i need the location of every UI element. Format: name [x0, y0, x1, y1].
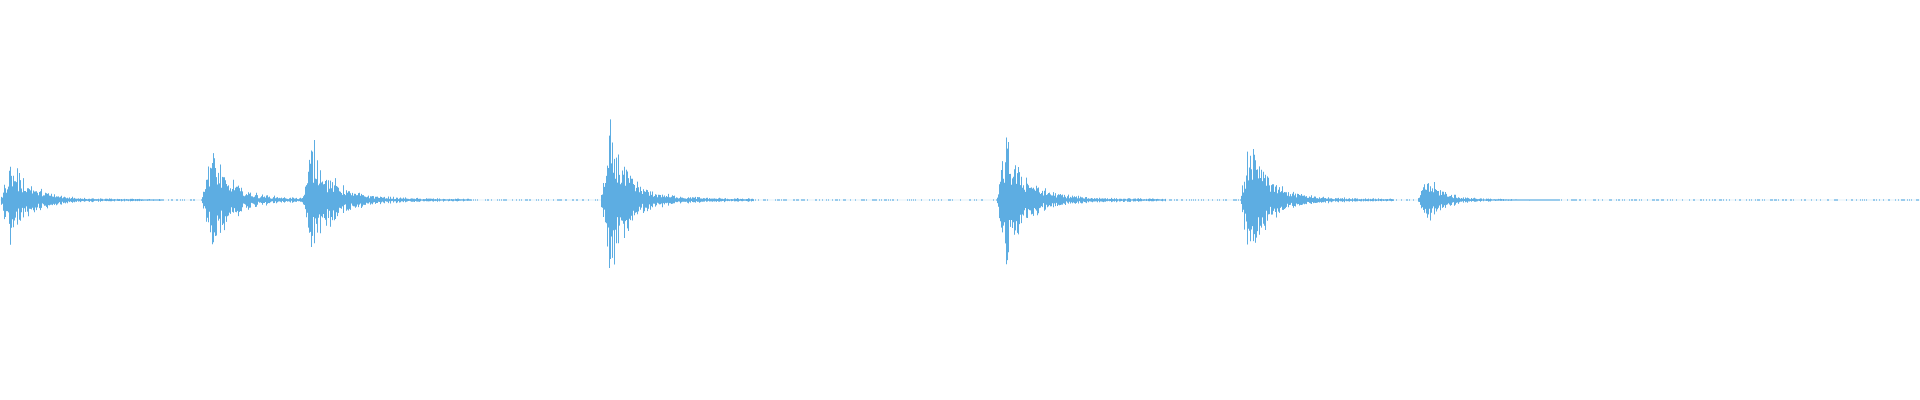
waveform-lines [0, 119, 1920, 268]
waveform-samples [1, 119, 1919, 268]
